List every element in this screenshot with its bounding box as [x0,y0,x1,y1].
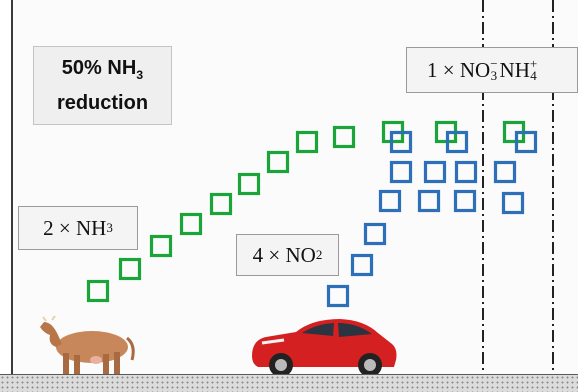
nox-marker-3 [363,222,387,246]
ammonia-markers [86,120,526,303]
nox-marker-10 [454,160,478,184]
car-icon [252,319,397,377]
nox-marker-8 [389,160,413,184]
ammonium-nitrate-label: 1 × NO −3 NH +4 [406,47,578,93]
nox-marker-9 [423,160,447,184]
nox-marker-12 [389,130,413,154]
cow-icon [40,315,135,375]
nox-marker-14 [514,130,538,154]
ammonia-marker-1 [86,279,110,303]
nox-marker-11 [493,160,517,184]
ammonia-marker-9 [332,125,356,149]
ammonia-marker-4 [179,212,203,236]
nox-marker-5 [417,189,441,213]
title-line-2: reduction [56,92,149,114]
nox-marker-2 [350,253,374,277]
nox-marker-1 [326,284,350,308]
ammonia-marker-6 [237,172,261,196]
nox-marker-4 [378,189,402,213]
nox-marker-7 [501,191,525,215]
title-line-1: 50% NH3 [61,57,144,82]
title-box: 50% NH3 reduction [33,46,172,125]
nox-marker-13 [445,130,469,154]
ammonia-marker-8 [295,130,319,154]
ammonia-marker-7 [266,150,290,174]
ammonia-marker-3 [149,234,173,258]
ammonia-marker-2 [118,257,142,281]
ammonia-marker-5 [209,192,233,216]
nox-markers [326,130,538,308]
nox-marker-6 [453,189,477,213]
ground-strip [0,374,578,392]
